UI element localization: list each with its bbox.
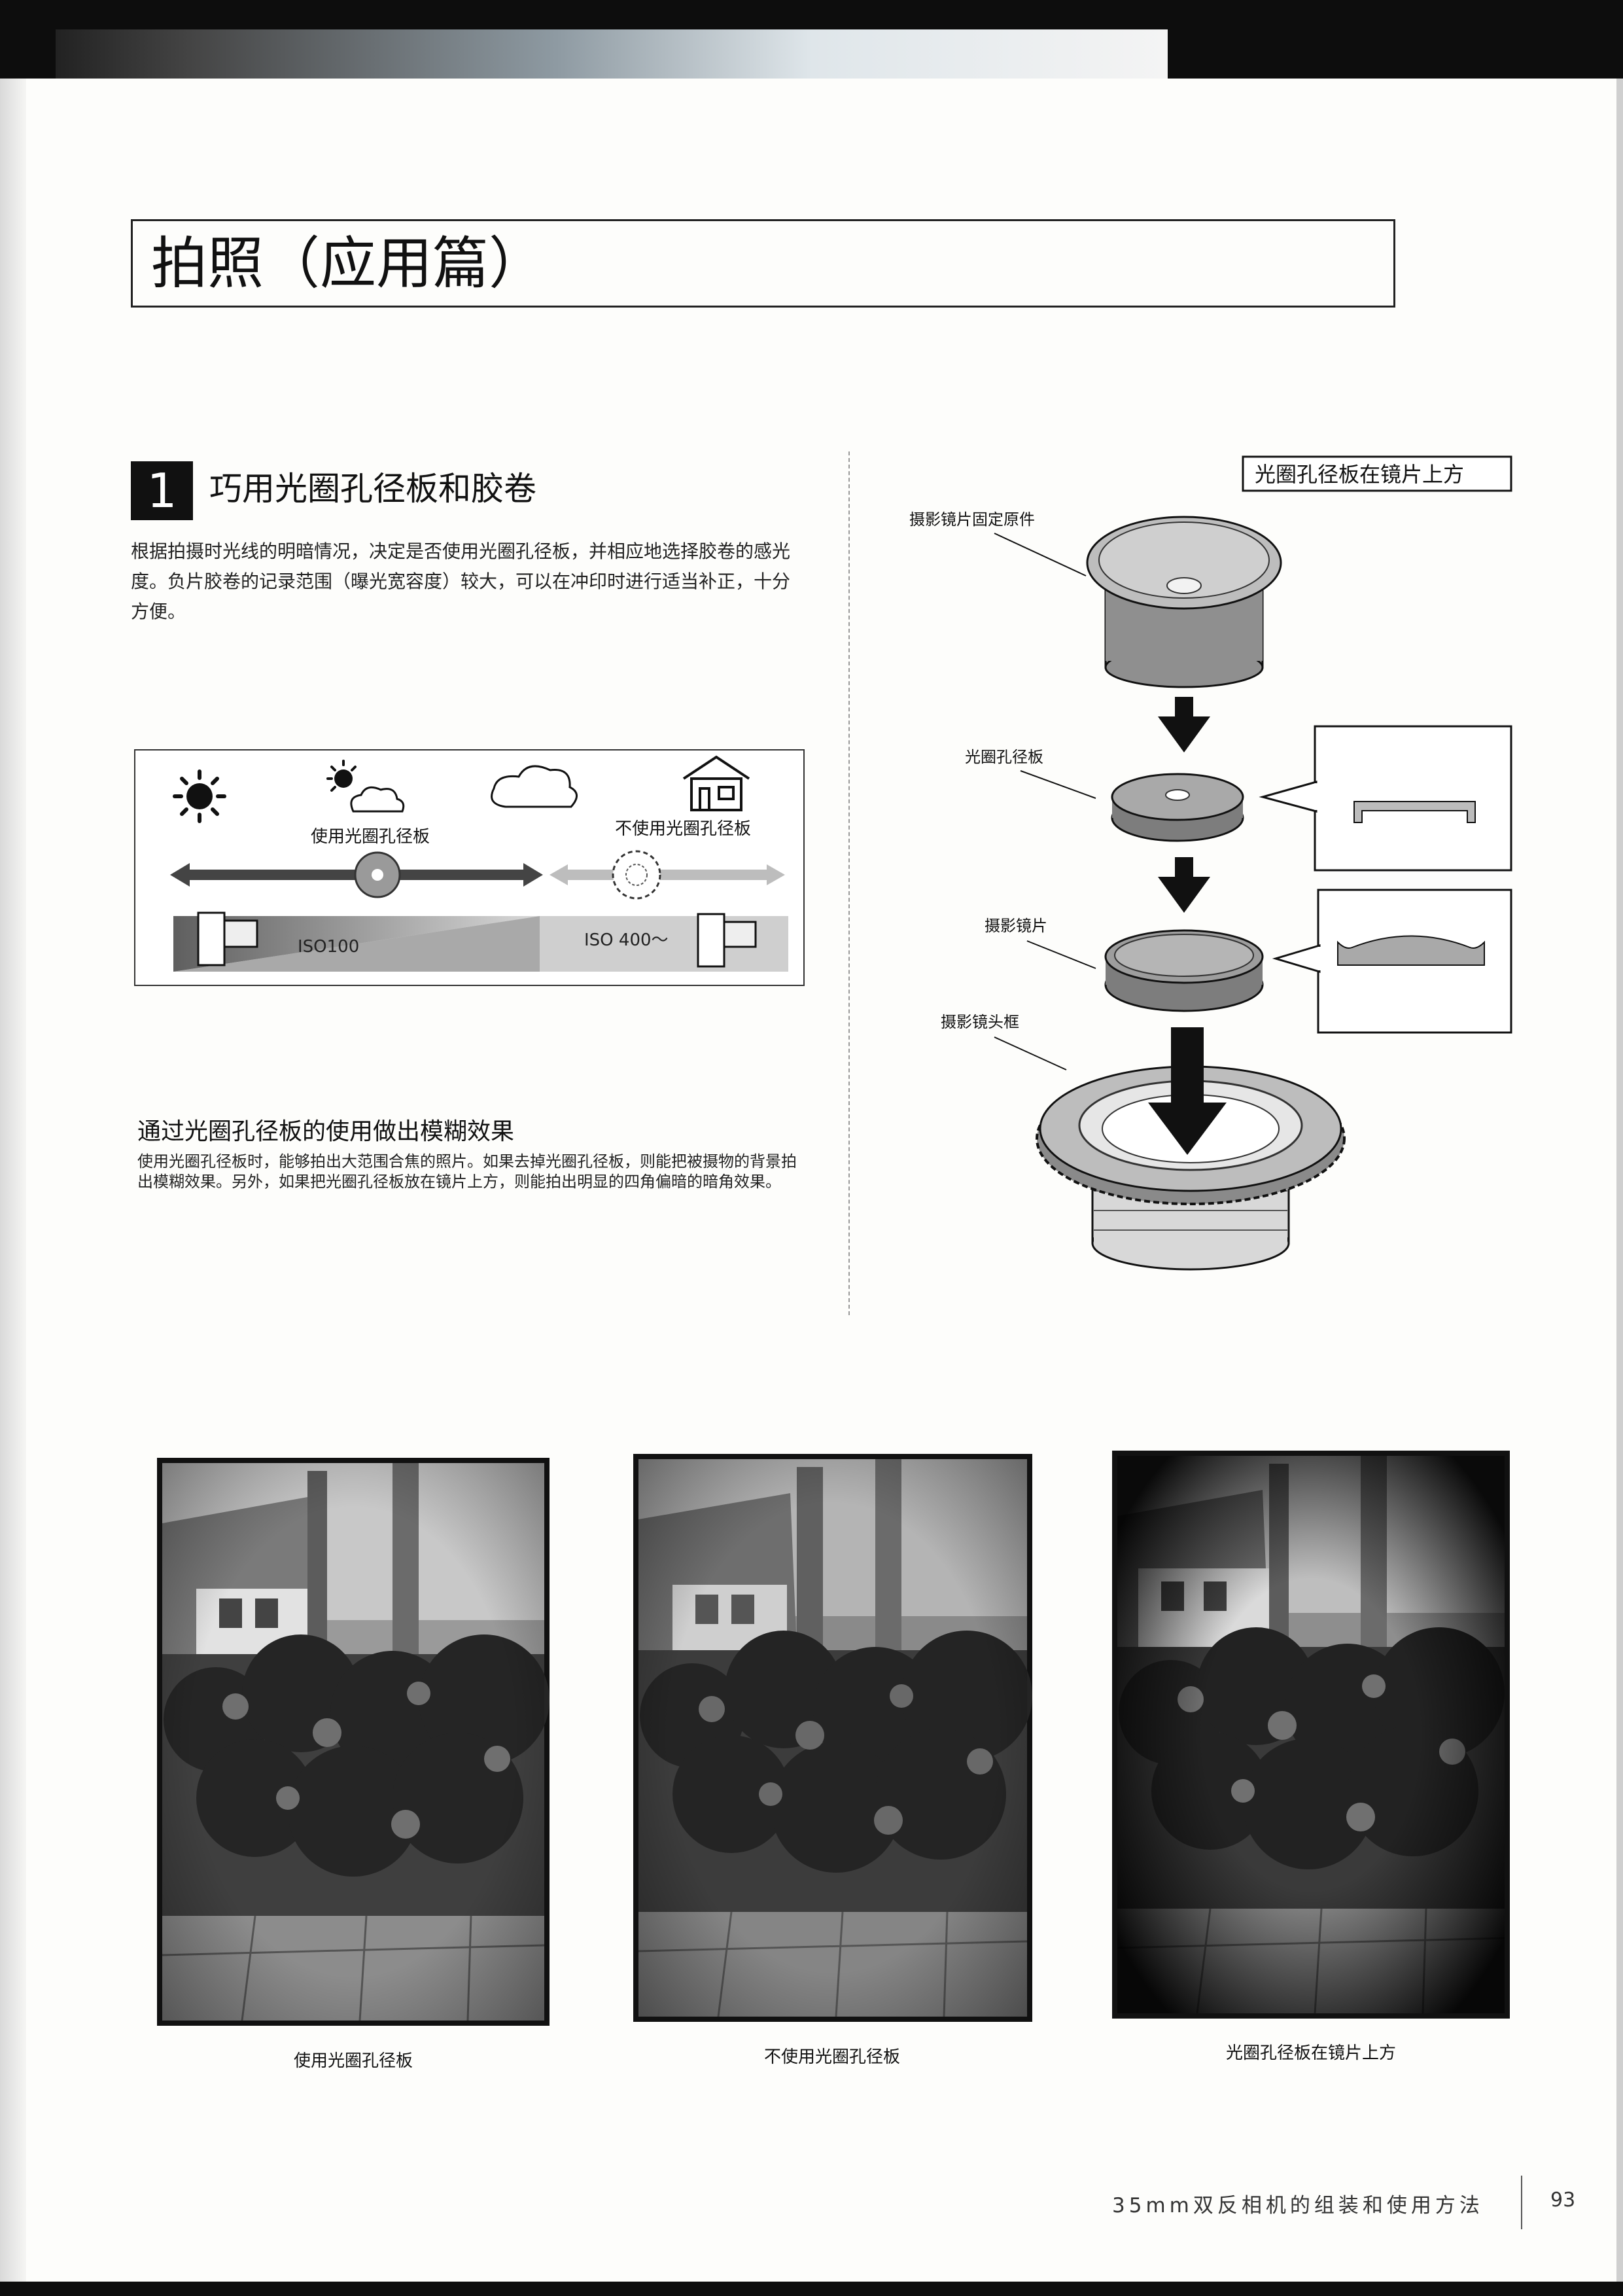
down-arrow-1: [1158, 697, 1210, 752]
holder-label: 摄影镜片固定原件: [909, 510, 1035, 529]
iso-high-label: ISO 400～: [584, 930, 669, 950]
iso-low-label: ISO100: [298, 937, 359, 957]
lens-label: 摄影镜片: [985, 917, 1047, 935]
light-scale-illustration: 使用光圈孔径板 不使用光圈孔径板 ISO100 ISO 400～: [134, 749, 805, 986]
footer-divider: [1521, 2176, 1522, 2229]
cloudy-icon: [491, 765, 578, 808]
lens-holder-part: [1086, 516, 1282, 688]
section-title: 巧用光圈孔径板和胶卷: [209, 470, 536, 508]
down-arrow-2: [1158, 857, 1210, 913]
photo-with-plate: [157, 1458, 550, 2026]
lens-part: [1104, 929, 1264, 1012]
plate-cross-section-callout: [1259, 725, 1512, 872]
photo-caption-2: 不使用光圈孔径板: [763, 2047, 900, 2067]
plate-label: 光圈孔径板: [965, 748, 1043, 766]
scan-bottom-border: [0, 2282, 1623, 2296]
position-label: 光圈孔径板在镜片上方: [1255, 462, 1464, 487]
scan-right-edge: [1616, 79, 1623, 2282]
partly-cloudy-icon: [326, 760, 405, 813]
position-label-box: [1242, 455, 1512, 492]
photo-without-plate: [633, 1454, 1032, 2022]
scan-top-gradient: [56, 29, 1168, 79]
lens-cross-section-callout: [1272, 889, 1512, 1034]
column-divider: [848, 451, 850, 1315]
photo-caption-3: 光圈孔径板在镜片上方: [1225, 2043, 1396, 2063]
film-roll-icon-right: [697, 913, 757, 968]
film-roll-icon-left: [197, 911, 258, 966]
use-plate-label: 使用光圈孔径板: [311, 827, 430, 847]
photo-plate-above-lens: [1112, 1451, 1510, 2019]
subsection-paragraph: 使用光圈孔径板时，能够拍出大范围合焦的照片。如果去掉光圈孔径板，则能把被摄物的背…: [137, 1152, 797, 1191]
page-number: 93: [1550, 2189, 1576, 2212]
scan-left-edge: [0, 79, 26, 2282]
chapter-title-box: 拍照（应用篇）: [131, 219, 1395, 308]
subsection-heading: 通过光圈孔径板的使用做出模糊效果: [137, 1118, 515, 1145]
indoor-house-icon: [682, 755, 750, 811]
bright-sun-icon: [173, 769, 226, 823]
section-paragraph: 根据拍摄时光线的明暗情况，决定是否使用光圈孔径板，并相应地选择胶卷的感光度。负片…: [131, 540, 791, 622]
book-title-footer: 35mm双反相机的组装和使用方法: [1112, 2194, 1484, 2217]
photo-caption-1: 使用光圈孔径板: [293, 2051, 413, 2071]
section-number-badge: 1: [131, 461, 193, 520]
lens-assembly-diagram: 光圈孔径板在镜片上方 摄影镜片固定原件 光圈孔径板: [890, 451, 1544, 1302]
chapter-title: 拍照（应用篇）: [151, 231, 545, 296]
lens-frame-gear-part: [1036, 1027, 1346, 1271]
aperture-plate-part: [1111, 773, 1244, 842]
frame-label: 摄影镜头框: [941, 1013, 1019, 1031]
no-plate-label: 不使用光圈孔径板: [615, 819, 751, 839]
